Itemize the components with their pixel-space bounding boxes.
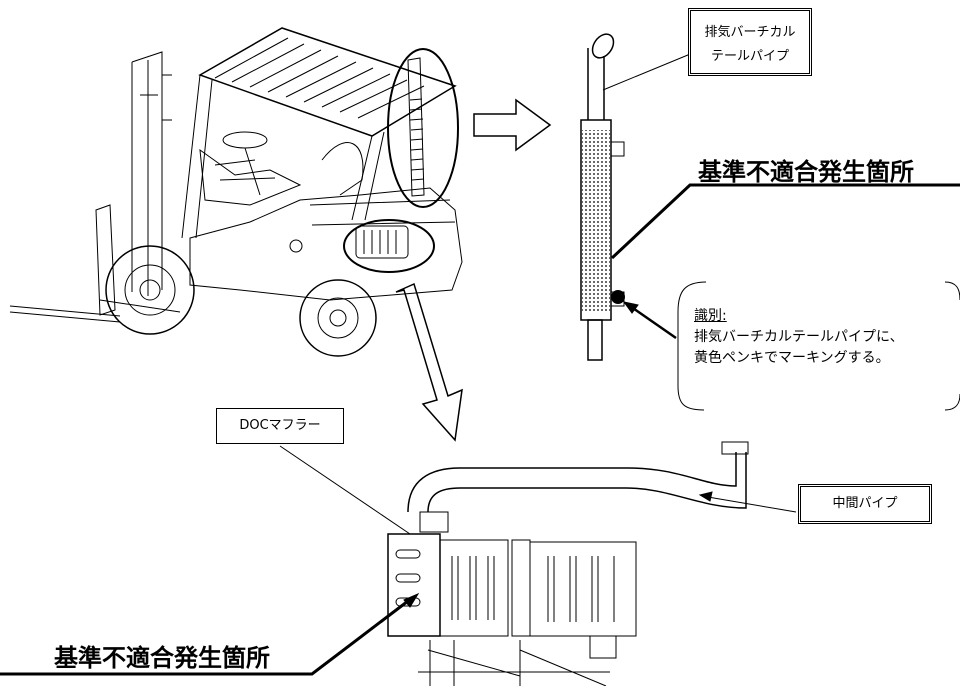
nonconformance-label-top: 基準不適合発生箇所 xyxy=(698,158,914,186)
arrow-down-icon xyxy=(395,282,463,442)
tailpipe-label-box: 排気バーチカル テールパイプ xyxy=(688,8,812,76)
perforated-heat-shield xyxy=(582,130,610,312)
forklift-illustration xyxy=(9,27,463,357)
vertical-tailpipe-drawing xyxy=(580,33,625,361)
identification-line1: 排気バーチカルテールパイプに、 xyxy=(694,329,904,345)
muffler-highlight-ellipse xyxy=(343,219,435,273)
doc-muffler-label: DOCマフラー xyxy=(216,408,344,444)
identification-line2: 黄色ペンキでマーキングする。 xyxy=(694,350,890,366)
doc-muffler-drawing xyxy=(387,441,749,686)
tailpipe-highlight-ellipse xyxy=(387,48,459,208)
identification-heading: 識別: xyxy=(694,308,727,324)
identification-note: 識別: 排気バーチカルテールパイプに、 黄色ペンキでマーキングする。 xyxy=(694,306,904,369)
yellow-marking-dot xyxy=(611,290,625,304)
tailpipe-label-line1: 排気バーチカル xyxy=(704,25,796,40)
nonconformance-label-bottom: 基準不適合発生箇所 xyxy=(54,644,270,672)
tailpipe-label-line2: テールパイプ xyxy=(710,49,789,64)
middle-pipe-label: 中間パイプ xyxy=(798,484,932,524)
arrow-right-icon xyxy=(473,98,552,152)
